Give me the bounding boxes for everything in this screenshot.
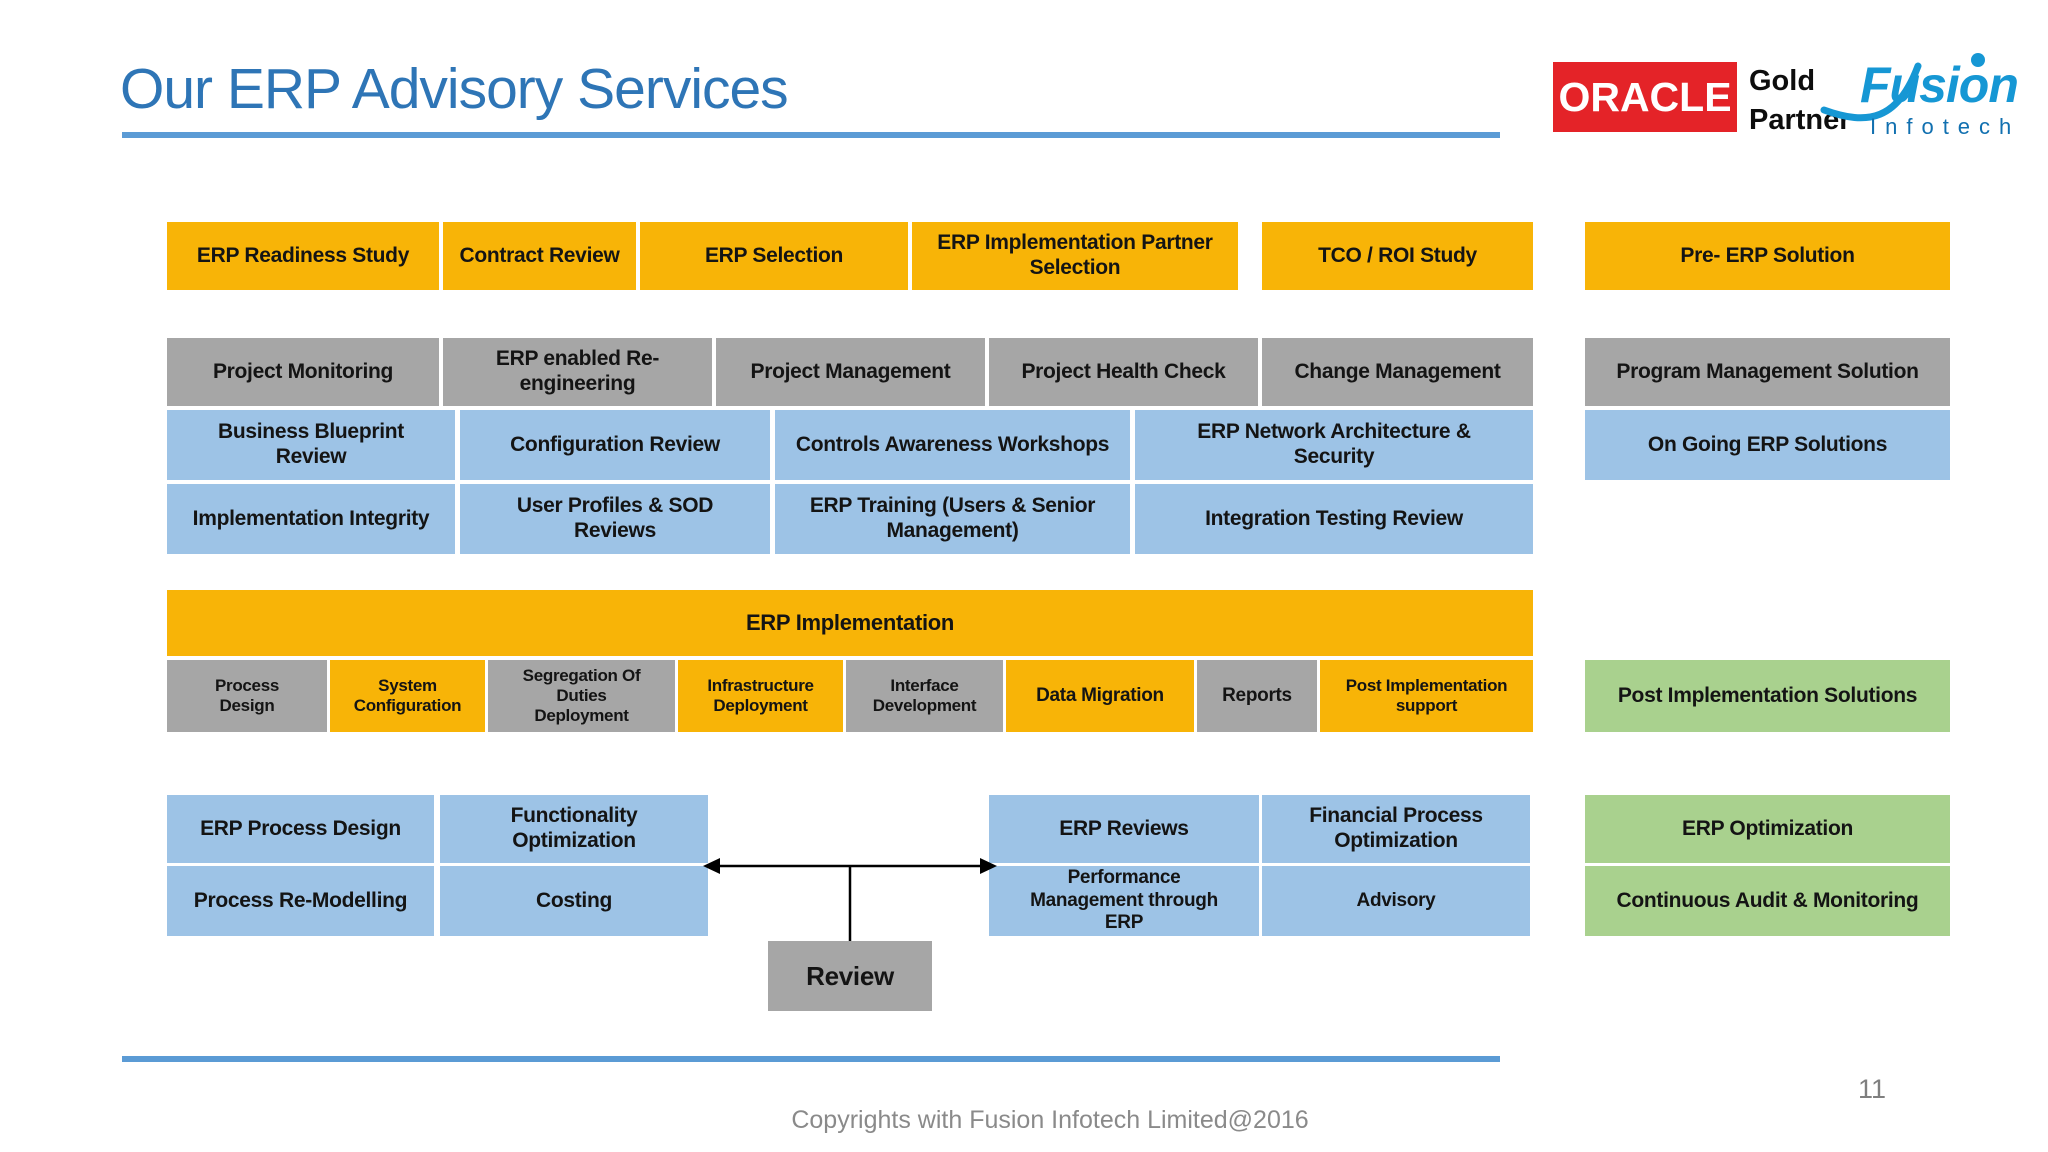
diagram-box-erp-readiness-study: ERP Readiness Study xyxy=(167,222,439,290)
diagram-step-interface-development: Interface Development xyxy=(846,660,1003,732)
diagram-step-process-design: Process Design xyxy=(167,660,327,732)
diagram-box-project-health-check: Project Health Check xyxy=(989,338,1258,406)
diagram-box-project-monitoring: Project Monitoring xyxy=(167,338,439,406)
diagram-box-business-blueprint-review: Business Blueprint Review xyxy=(167,410,455,480)
diagram-box-contract-review: Contract Review xyxy=(443,222,636,290)
oracle-logo: ORACLE xyxy=(1553,62,1737,132)
diagram-box-integration-testing-review: Integration Testing Review xyxy=(1135,484,1533,554)
diagram-box-review: Review xyxy=(768,941,932,1011)
diagram-box-project-management: Project Management xyxy=(716,338,985,406)
diagram-box-erp-training: ERP Training (Users & Senior Management) xyxy=(775,484,1130,554)
page-number: 11 xyxy=(1858,1074,1887,1104)
sidebar-box-program-management-solution: Program Management Solution xyxy=(1585,338,1950,406)
diagram-box-user-profiles-sod-reviews: User Profiles & SOD Reviews xyxy=(460,484,770,554)
fusion-brand-text: Fusion xyxy=(1860,57,2019,113)
diagram-box-erp-enabled-reengineering: ERP enabled Re-engineering xyxy=(443,338,712,406)
diagram-step-infrastructure-deployment: Infrastructure Deployment xyxy=(678,660,843,732)
diagram-box-erp-implementation-partner-selection: ERP Implementation Partner Selection xyxy=(912,222,1238,290)
sidebar-box-continuous-audit-monitoring: Continuous Audit & Monitoring xyxy=(1585,866,1950,936)
page-title: Our ERP Advisory Services xyxy=(120,57,789,121)
sidebar-box-ongoing-erp-solutions: On Going ERP Solutions xyxy=(1585,410,1950,480)
diagram-box-performance-management-through-erp: Performance Management through ERP xyxy=(989,866,1259,936)
fusion-sub-text: Infotech xyxy=(1870,114,2021,139)
diagram-box-erp-reviews: ERP Reviews xyxy=(989,795,1259,863)
diagram-box-erp-process-design: ERP Process Design xyxy=(167,795,434,863)
diagram-box-financial-process-optimization: Financial Process Optimization xyxy=(1262,795,1530,863)
diagram-step-data-migration: Data Migration xyxy=(1006,660,1194,732)
sidebar-box-pre-erp-solution: Pre- ERP Solution xyxy=(1585,222,1950,290)
oracle-gold-partner-logo: ORACLE Gold Partner xyxy=(1553,62,1851,140)
fusion-infotech-logo: Fusion Infotech xyxy=(1820,48,2042,148)
oracle-partner-tier-label: Gold Partner xyxy=(1749,62,1851,140)
diagram-box-implementation-integrity: Implementation Integrity xyxy=(167,484,455,554)
diagram-box-functionality-optimization: Functionality Optimization xyxy=(440,795,708,863)
diagram-box-costing: Costing xyxy=(440,866,708,936)
review-connector-arrow xyxy=(703,858,997,944)
sidebar-box-erp-optimization: ERP Optimization xyxy=(1585,795,1950,863)
diagram-step-reports: Reports xyxy=(1197,660,1317,732)
diagram-box-controls-awareness-workshops: Controls Awareness Workshops xyxy=(775,410,1130,480)
diagram-step-system-configuration: System Configuration xyxy=(330,660,485,732)
diagram-box-erp-network-architecture-security: ERP Network Architecture & Security xyxy=(1135,410,1533,480)
diagram-box-erp-selection: ERP Selection xyxy=(640,222,908,290)
gold-label: Gold xyxy=(1749,65,1816,97)
diagram-box-change-management: Change Management xyxy=(1262,338,1533,406)
copyright-text: Copyrights with Fusion Infotech Limited@… xyxy=(791,1106,1309,1134)
title-underline xyxy=(122,132,1500,138)
diagram-box-advisory: Advisory xyxy=(1262,866,1530,936)
sidebar-box-post-implementation-solutions: Post Implementation Solutions xyxy=(1585,660,1950,732)
diagram-step-segregation-of-duties-deployment: Segregation Of Duties Deployment xyxy=(488,660,675,732)
diagram-banner-erp-implementation: ERP Implementation xyxy=(167,590,1533,656)
partner-label: Partner xyxy=(1749,104,1851,137)
fusion-swoosh-icon xyxy=(1820,53,1985,122)
diagram-step-post-implementation-support: Post Implementation support xyxy=(1320,660,1533,732)
diagram-box-tco-roi-study: TCO / ROI Study xyxy=(1262,222,1533,290)
diagram-box-configuration-review: Configuration Review xyxy=(460,410,770,480)
footer-rule xyxy=(122,1056,1500,1062)
diagram-box-process-remodelling: Process Re-Modelling xyxy=(167,866,434,936)
